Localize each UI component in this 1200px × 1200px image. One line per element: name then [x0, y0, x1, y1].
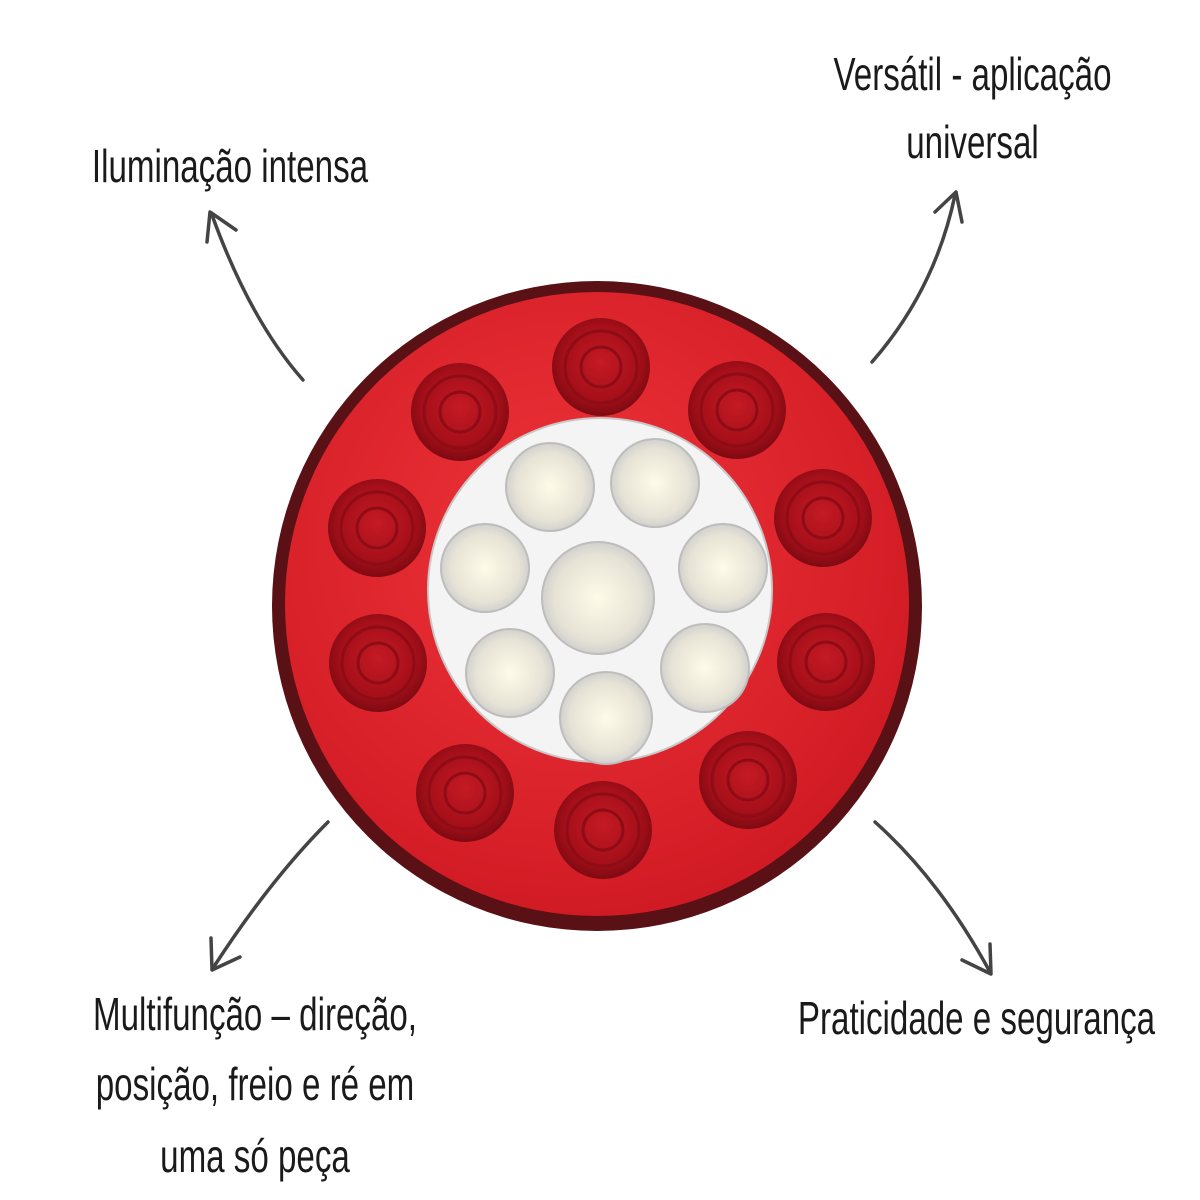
red-led-ring — [565, 792, 641, 868]
arrowhead-top-right — [933, 190, 964, 224]
arrow-bottom-right — [873, 820, 992, 974]
label-versatile-line1: Versátil - aplicação — [833, 48, 1112, 100]
red-led — [411, 363, 509, 461]
red-led-ring — [699, 372, 775, 448]
white-led — [678, 523, 768, 613]
red-led — [329, 614, 427, 712]
red-led — [688, 361, 786, 459]
label-versatile-line2: universal — [906, 116, 1039, 168]
red-led-ring — [355, 506, 399, 550]
label-multifunction-line3: uma só peça — [160, 1130, 350, 1182]
white-led — [559, 671, 653, 765]
red-led — [774, 469, 872, 567]
arrowhead-top-left — [205, 210, 238, 244]
red-led-ring — [715, 388, 759, 432]
white-led — [610, 438, 700, 528]
red-led-ring — [563, 329, 639, 405]
red-led — [416, 744, 514, 842]
red-led-ring — [422, 374, 498, 450]
arrow-bottom-left — [211, 820, 330, 970]
red-led — [699, 731, 797, 829]
red-led — [552, 318, 650, 416]
arrow-top-right — [870, 193, 957, 364]
arrowhead-bottom-left — [209, 936, 242, 972]
red-led-ring — [579, 345, 623, 389]
red-led-ring — [339, 490, 415, 566]
red-led-ring — [804, 640, 848, 684]
red-led — [777, 613, 875, 711]
white-led — [660, 623, 750, 713]
white-led — [440, 523, 530, 613]
red-led-ring — [443, 771, 487, 815]
white-led — [505, 442, 595, 532]
red-led-ring — [356, 641, 400, 685]
red-led-ring — [788, 624, 864, 700]
arrows — [205, 190, 993, 976]
red-led-ring — [726, 758, 770, 802]
red-led-ring — [710, 742, 786, 818]
label-practicality-safety: Praticidade e segurança — [797, 992, 1156, 1044]
white-led — [541, 541, 655, 655]
white-led — [465, 628, 555, 718]
red-led-ring — [801, 496, 845, 540]
red-led-ring — [427, 755, 503, 831]
label-intense-lighting: Iluminação intensa — [91, 140, 369, 192]
red-led-ring — [340, 625, 416, 701]
red-led-ring — [785, 480, 861, 556]
arrowhead-bottom-right — [960, 942, 993, 976]
red-led — [554, 781, 652, 879]
label-multifunction-line2: posição, freio e ré em — [95, 1058, 415, 1110]
label-multifunction-line1: Multifunção – direção, — [92, 988, 418, 1040]
red-led — [328, 479, 426, 577]
red-led-ring — [581, 808, 625, 852]
arrow-top-left — [210, 213, 305, 382]
red-led-ring — [438, 390, 482, 434]
